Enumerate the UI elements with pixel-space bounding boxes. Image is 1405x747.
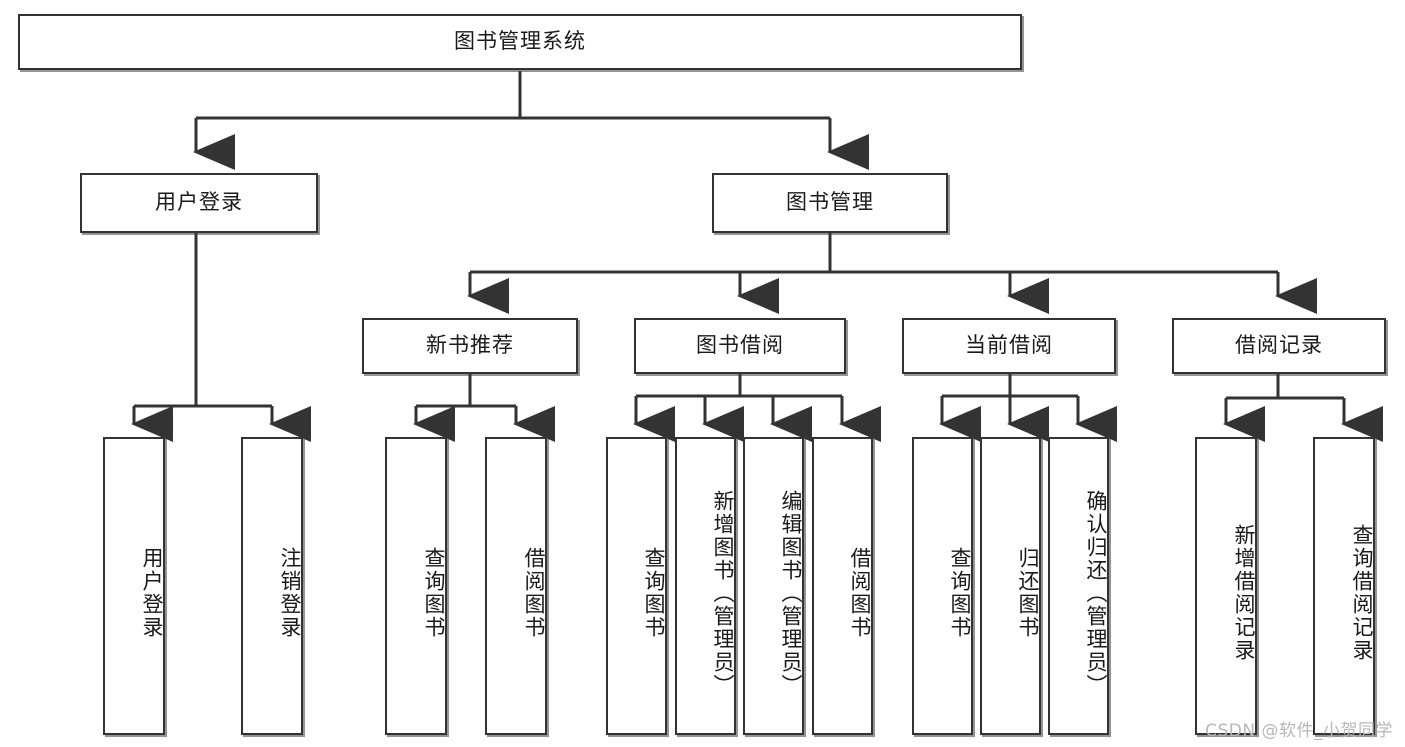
- node-label: 当前借阅: [965, 333, 1053, 358]
- node-label: 确认归还（管理员）: [1084, 489, 1108, 697]
- leaf-borrow-add-book-admin[interactable]: 新增图书（管理员）: [675, 437, 736, 735]
- node-new-book-recommend[interactable]: 新书推荐: [362, 318, 578, 374]
- node-label: 新书推荐: [426, 333, 514, 358]
- node-label: 图书借阅: [696, 333, 784, 358]
- leaf-borrow-edit-book-admin[interactable]: 编辑图书（管理员）: [743, 437, 804, 735]
- node-label: 查询图书: [642, 547, 666, 639]
- leaf-borrow-borrow-book[interactable]: 借阅图书: [812, 437, 873, 735]
- leaf-user-login[interactable]: 用户登录: [103, 437, 165, 735]
- leaf-user-logout[interactable]: 注销登录: [241, 437, 303, 735]
- node-label: 新增借阅记录: [1232, 524, 1256, 662]
- node-label: 用户登录: [140, 547, 164, 639]
- node-label: 查询借阅记录: [1350, 524, 1374, 662]
- node-label: 查询图书: [422, 547, 446, 639]
- leaf-recommend-query-book[interactable]: 查询图书: [385, 437, 447, 735]
- node-label: 图书管理: [786, 190, 874, 215]
- node-label: 新增图书（管理员）: [711, 489, 735, 697]
- leaf-current-confirm-return-admin[interactable]: 确认归还（管理员）: [1048, 437, 1109, 735]
- node-label: 注销登录: [278, 547, 302, 639]
- node-label: 借阅图书: [848, 547, 872, 639]
- node-label: 查询图书: [948, 547, 972, 639]
- leaf-current-return-book[interactable]: 归还图书: [980, 437, 1041, 735]
- node-user-login[interactable]: 用户登录: [80, 173, 318, 233]
- node-label: 借阅记录: [1235, 333, 1323, 358]
- csdn-watermark: CSDN @软件_小贺同学: [1205, 721, 1393, 741]
- leaf-record-add-borrow-record[interactable]: 新增借阅记录: [1195, 437, 1257, 735]
- node-label: 编辑图书（管理员）: [779, 489, 803, 697]
- leaf-recommend-borrow-book[interactable]: 借阅图书: [485, 437, 547, 735]
- node-current-borrow[interactable]: 当前借阅: [902, 318, 1116, 374]
- node-label: 借阅图书: [522, 547, 546, 639]
- leaf-current-query-book[interactable]: 查询图书: [912, 437, 973, 735]
- leaf-record-query-borrow-record[interactable]: 查询借阅记录: [1313, 437, 1375, 735]
- node-borrow-record[interactable]: 借阅记录: [1172, 318, 1386, 374]
- node-book-management[interactable]: 图书管理: [712, 173, 948, 233]
- node-book-borrow[interactable]: 图书借阅: [634, 318, 846, 374]
- node-label: 用户登录: [155, 190, 243, 215]
- node-root-system[interactable]: 图书管理系统: [18, 14, 1022, 70]
- node-label: 归还图书: [1016, 547, 1040, 639]
- leaf-borrow-query-book[interactable]: 查询图书: [606, 437, 667, 735]
- node-label: 图书管理系统: [454, 29, 586, 54]
